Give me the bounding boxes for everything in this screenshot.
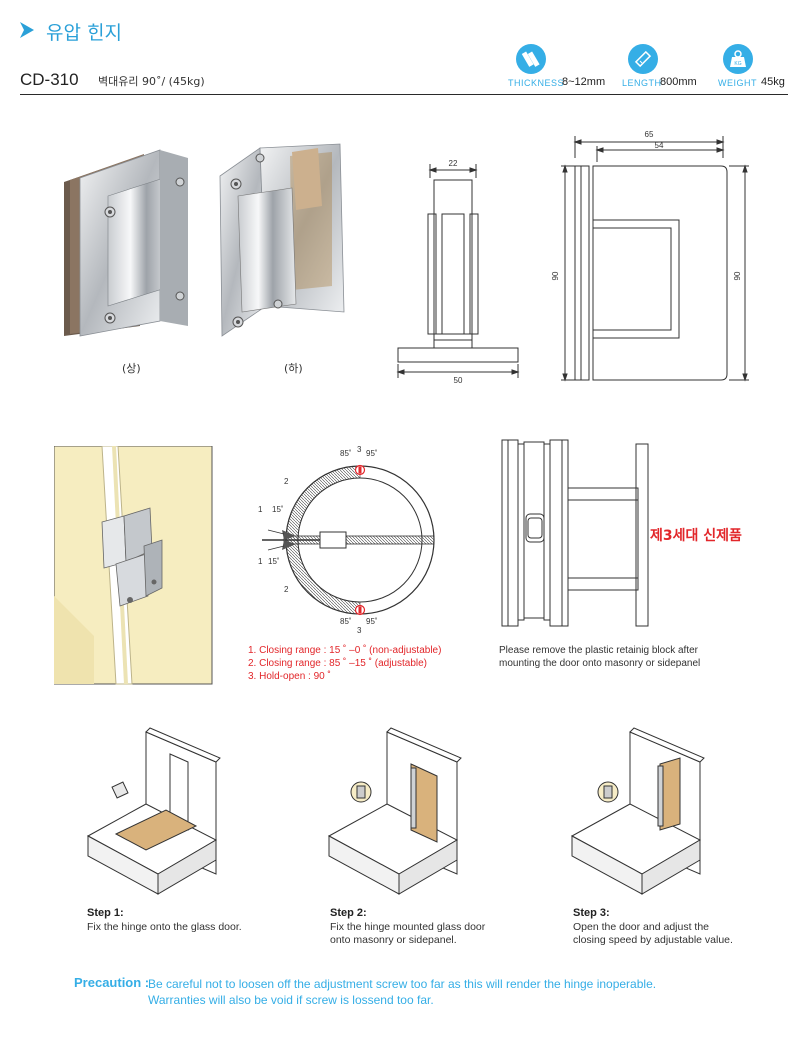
glass-thickness-icon	[516, 44, 546, 74]
dial-label-85-top: 85˚	[340, 449, 352, 458]
step3-text-line-1: Open the door and adjust the	[573, 921, 710, 933]
dial-label-1-top: 1	[258, 505, 263, 514]
header-divider	[20, 94, 788, 95]
step1-text: Fix the hinge onto the glass door.	[87, 921, 242, 934]
step1-text-line-1: Fix the hinge onto the glass door.	[87, 921, 242, 933]
step3-title: Step 3:	[573, 907, 610, 919]
spec-label-thickness: THICKNESS	[508, 78, 565, 88]
dial-label-2-top: 2	[284, 477, 289, 486]
closing-range-dial: 85˚ 3 95˚ 2 1 15˚ 1 15˚ 2 85˚ 95˚ 3	[258, 446, 435, 635]
step2-title: Step 2:	[330, 907, 367, 919]
dial-label-3-top: 3	[357, 446, 362, 454]
page-title: 유압 힌지	[46, 22, 122, 44]
precaution-label: Precaution :	[74, 975, 150, 990]
retaining-block-note: Please remove the plastic retainig block…	[499, 644, 700, 670]
dial-label-15-top: 15˚	[272, 505, 284, 514]
dial-label-95-bottom: 95˚	[366, 617, 378, 626]
retaining-note-line-1: Please remove the plastic retainig block…	[499, 645, 698, 656]
dial-label-2-bottom: 2	[284, 585, 289, 594]
model-number: CD-310	[20, 70, 79, 89]
closing-range-notes: 1. Closing range : 15 ˚ –0 ˚ (non-adjust…	[248, 644, 441, 683]
spec-label-length: LENGTH	[622, 78, 662, 88]
third-generation-label: 제3세대 신제품	[650, 528, 742, 544]
step2-text: Fix the hinge mounted glass door onto ma…	[330, 921, 485, 947]
precaution-line-2: Warranties will also be void if screw is…	[148, 993, 434, 1007]
step2-text-line-1: Fix the hinge mounted glass door	[330, 921, 486, 933]
product-photos	[64, 143, 345, 337]
dial-label-1-bottom: 1	[258, 557, 263, 566]
spec-value-weight: 45kg	[761, 76, 785, 88]
precaution-text: Be careful not to loosen off the adjustm…	[148, 976, 768, 1008]
dial-label-3-bottom: 3	[357, 626, 362, 635]
installed-hinge-illustration	[54, 446, 213, 685]
photo-caption-bottom: (하)	[284, 362, 303, 375]
weight-icon-badge: KG	[734, 61, 741, 67]
spec-value-thickness: 8~12mm	[562, 76, 606, 88]
side-dimension-drawing: 65 54 90 90	[551, 130, 749, 382]
step3-text: Open the door and adjust the closing spe…	[573, 921, 733, 947]
dim-side-height-right: 90	[733, 271, 742, 280]
closing-note-1: 1. Closing range : 15 ˚ –0 ˚ (non-adjust…	[248, 645, 442, 656]
header-arrow-icon	[20, 22, 34, 38]
ruler-icon	[628, 44, 658, 74]
retaining-note-line-2: mounting the door onto masonry or sidepa…	[499, 658, 701, 669]
spec-value-length: 800mm	[660, 76, 697, 88]
dim-side-height-left: 90	[551, 271, 560, 280]
step3-text-line-2: closing speed by adjustable value.	[573, 934, 733, 946]
closing-note-2: 2. Closing range : 85 ˚ –15 ˚ (adjustabl…	[248, 658, 427, 669]
step3-illustration	[570, 727, 705, 895]
dial-label-15-bottom: 15˚	[268, 557, 280, 566]
hinge-photo-top	[64, 149, 188, 337]
precaution-line-1: Be careful not to loosen off the adjustm…	[148, 977, 657, 991]
dial-label-85-bottom: 85˚	[340, 617, 352, 626]
closing-note-3: 3. Hold-open : 90 ˚	[248, 671, 331, 682]
photo-caption-top: (상)	[122, 362, 141, 375]
hinge-photo-bottom	[219, 143, 345, 337]
model-description: 벽대유리 90˚/ (45kg)	[98, 75, 205, 88]
dim-side-total: 65	[645, 130, 654, 139]
step2-text-line-2: onto masonry or sidepanel.	[330, 934, 457, 946]
dim-side-inner: 54	[655, 141, 664, 150]
step1-title: Step 1:	[87, 907, 124, 919]
dim-front-base: 50	[454, 376, 463, 385]
dim-front-width: 22	[449, 159, 458, 168]
front-dimension-drawing: 22 50	[396, 159, 520, 385]
spec-label-weight: WEIGHT	[718, 78, 757, 88]
step1-illustration	[86, 727, 221, 895]
dial-label-95-top: 95˚	[366, 449, 378, 458]
step2-illustration	[327, 727, 462, 895]
retaining-block-drawing	[501, 439, 649, 627]
weight-icon: KG	[723, 44, 753, 74]
